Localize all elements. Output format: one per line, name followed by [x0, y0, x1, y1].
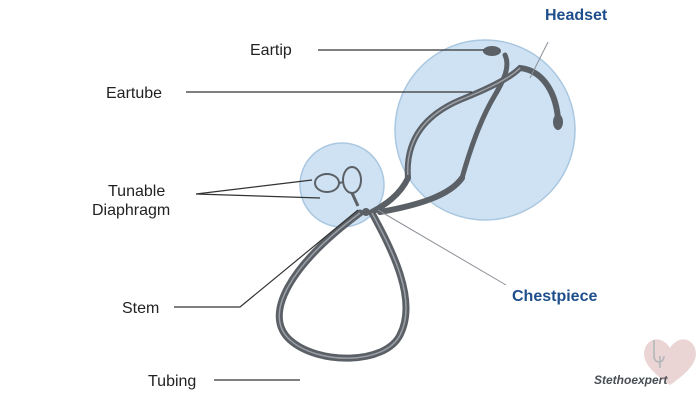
- chestpiece-icon: [314, 166, 362, 207]
- eartip-label: Eartip: [250, 42, 292, 59]
- chestpiece-label: Chestpiece: [512, 288, 597, 305]
- stethoscope-watermark-icon: [653, 340, 665, 368]
- headset-eartubes: [404, 52, 561, 181]
- tubing-loop: [275, 209, 410, 362]
- heart-icon: [644, 339, 696, 385]
- eartip-left-icon: [483, 46, 501, 56]
- watermark-text: Stethoexpert: [594, 373, 668, 387]
- tunable-diaphragm-leader: [195, 179, 321, 199]
- tubing-highlight: [278, 212, 407, 359]
- watermark: Stethoexpert: [594, 339, 696, 387]
- eartube-label: Eartube: [106, 85, 162, 102]
- chestpiece-leader: [377, 209, 507, 286]
- headset-label: Headset: [545, 7, 608, 24]
- tunable-label: Tunable: [108, 183, 165, 200]
- stem-leader: [174, 209, 359, 308]
- binaural-yoke: [369, 175, 465, 215]
- headset-leader: [529, 41, 549, 79]
- tubing-label: Tubing: [148, 373, 196, 390]
- stem-label: Stem: [122, 300, 159, 317]
- eartip-right-icon: [553, 114, 563, 130]
- stem-joint: [362, 208, 370, 216]
- headset-callout-circle: [394, 39, 576, 221]
- diaphragm-label: Diaphragm: [92, 202, 170, 219]
